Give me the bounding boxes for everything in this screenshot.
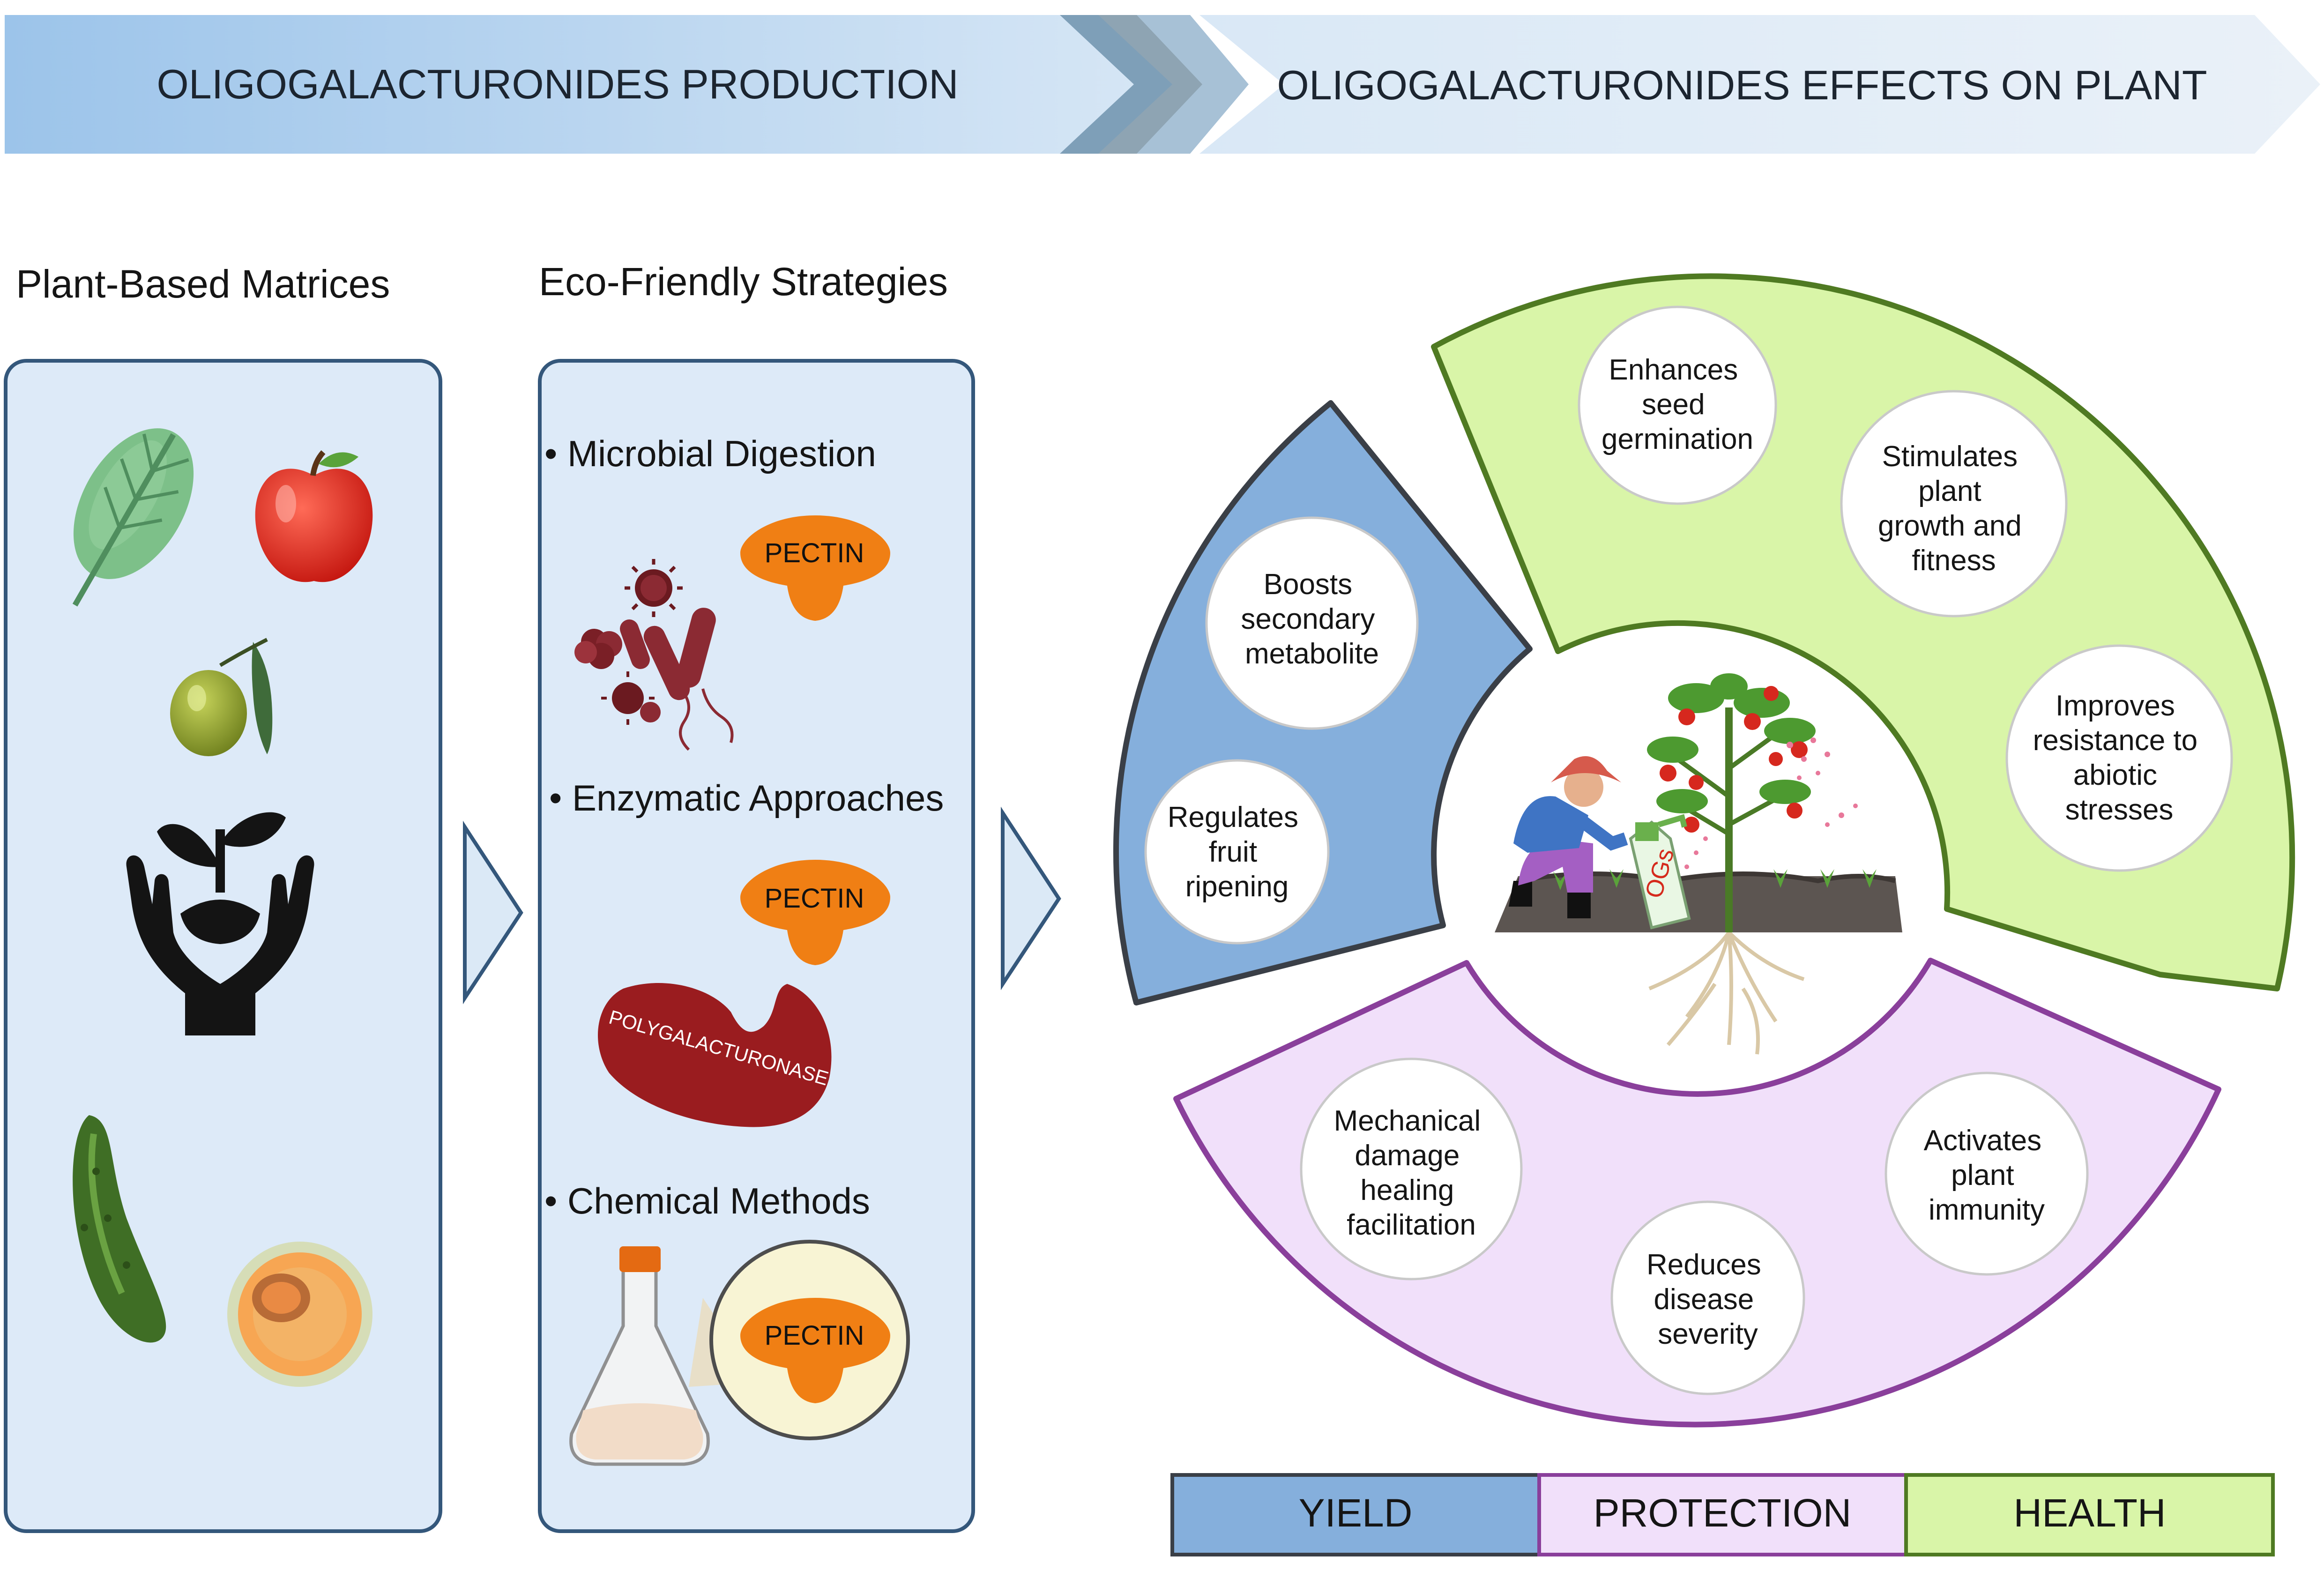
- text-line: Boosts: [1264, 568, 1353, 601]
- legend: YIELD PROTECTION HEALTH: [1170, 1473, 2275, 1556]
- text-line: ripening: [1185, 871, 1289, 903]
- olive-icon: [170, 638, 273, 756]
- pectin-shape-1: PECTIN: [740, 515, 890, 621]
- text-line: Regulates: [1168, 801, 1298, 834]
- text-line: severity: [1658, 1318, 1758, 1350]
- text-line: Enhances: [1609, 354, 1738, 386]
- text-line: damage: [1355, 1139, 1460, 1172]
- legend-protection-label: PROTECTION: [1594, 1491, 1852, 1535]
- text-line: seed: [1642, 388, 1705, 421]
- pectin-label-2: PECTIN: [765, 883, 864, 914]
- pectin-label-1: PECTIN: [765, 538, 864, 568]
- chevron-3: [1137, 15, 1249, 154]
- svg-text:Improves resistance to: Improves resistance to abiotic stresses: [2033, 690, 2206, 826]
- pectin-shape-2: PECTIN: [740, 860, 890, 965]
- production-title: OLIGOGALACTURONIDES PRODUCTION: [156, 61, 958, 107]
- matrices-heading: Plant-Based Matrices: [16, 262, 390, 306]
- flow-arrow-2: [1001, 806, 1061, 990]
- svg-text:Activates plant: Activates plant immunity: [1924, 1124, 2050, 1226]
- svg-text:Mechanical damage: Mechanical damage healing facilitation: [1334, 1105, 1489, 1241]
- legend-health-label: HEALTH: [2013, 1491, 2166, 1535]
- text-line: facilitation: [1347, 1209, 1476, 1241]
- effect-improves-abiotic-resistance: Improves resistance to abiotic stresses: [2005, 644, 2233, 872]
- pectin-zoom: PECTIN: [709, 1240, 910, 1440]
- effect-enhances-seed-germination: Enhances seed germination: [1578, 305, 1777, 505]
- enzymatic-approaches-label: • Enzymatic Approaches: [549, 777, 944, 819]
- effect-activates-plant-immunity: Activates plant immunity: [1885, 1072, 2089, 1276]
- effects-banner: [1199, 15, 2320, 154]
- effects-wheel: Boosts secondary metabolite Regulates fr…: [1113, 273, 2295, 1428]
- text-line: Activates: [1924, 1124, 2042, 1157]
- effect-boosts-secondary-metabolite: Boosts secondary metabolite: [1205, 516, 1419, 730]
- text-line: abiotic: [2073, 759, 2157, 791]
- effect-stimulates-plant-growth: Stimulates plant growth and fitness: [1840, 390, 2068, 618]
- legend-yield-label: YIELD: [1299, 1491, 1413, 1535]
- pectin-label-3: PECTIN: [765, 1320, 864, 1351]
- farmer: [1509, 756, 1628, 918]
- effect-mechanical-damage-healing: Mechanical damage healing facilitation: [1300, 1057, 1523, 1281]
- strategies-panel: Eco-Friendly Strategies • Microbial Dige…: [538, 260, 975, 1533]
- text-line: plant: [1951, 1159, 2014, 1191]
- svg-text:Reduces disease: Reduces disease severity: [1646, 1249, 1769, 1350]
- text-line: fruit: [1209, 836, 1257, 868]
- text-line: germination: [1601, 423, 1753, 455]
- tomato-plant: [1647, 673, 1816, 932]
- microbial-digestion-label: • Microbial Digestion: [544, 433, 876, 474]
- legend-yield-box: [1170, 1473, 1541, 1556]
- legend-protection-box: [1537, 1473, 1908, 1556]
- top-banner: OLIGOGALACTURONIDES PRODUCTION OLIGOGALA…: [5, 15, 2320, 154]
- legend-health-box: [1904, 1473, 2275, 1556]
- text-line: fitness: [1912, 544, 1996, 577]
- spray-mist: [1684, 737, 1858, 869]
- melon-icon: [227, 1242, 372, 1387]
- hands-sprout-icon: [126, 812, 314, 1035]
- effect-regulates-fruit-ripening: Regulates fruit ripening: [1144, 759, 1330, 945]
- text-line: Reduces: [1646, 1249, 1761, 1281]
- text-line: immunity: [1929, 1194, 2045, 1226]
- matrices-box: [4, 359, 442, 1533]
- text-line: Mechanical: [1334, 1105, 1481, 1137]
- text-line: Stimulates: [1882, 440, 2018, 473]
- effect-reduces-disease-severity: Reduces disease severity: [1610, 1200, 1805, 1395]
- svg-text:Stimulates plant: Stimulates plant growth and fitness: [1878, 440, 2030, 577]
- soil: [1495, 876, 1902, 932]
- ogs-spray-bottle: OGs: [1629, 814, 1691, 930]
- text-line: stresses: [2065, 794, 2174, 826]
- svg-text:Regulates fruit: Regulates fruit ripening: [1168, 801, 1306, 903]
- flow-arrow-1: [463, 820, 523, 1005]
- microbes-icon: [574, 559, 734, 751]
- text-line: secondary: [1241, 603, 1375, 635]
- svg-text:Boosts secondary: Boosts secondary metabolite: [1241, 568, 1383, 670]
- production-banner: [5, 15, 1246, 154]
- text-line: disease: [1654, 1283, 1754, 1316]
- cucumber-icon: [73, 1115, 166, 1343]
- strategies-heading: Eco-Friendly Strategies: [539, 260, 948, 304]
- chemical-methods-label: • Chemical Methods: [544, 1180, 870, 1221]
- leaf-icon: [72, 428, 194, 607]
- text-line: plant: [1918, 475, 1981, 507]
- text-line: Improves: [2056, 690, 2175, 722]
- svg-text:Enhances seed: Enhances seed germination: [1601, 354, 1753, 455]
- apple-icon: [255, 450, 373, 582]
- effects-title: OLIGOGALACTURONIDES EFFECTS ON PLANT: [1277, 62, 2207, 108]
- text-line: resistance to: [2033, 724, 2198, 757]
- polygalacturonase-enzyme: POLYGALACTURONASE: [598, 983, 832, 1127]
- farmer-plant-illustration: OGs: [1495, 673, 1902, 1055]
- text-line: healing: [1360, 1174, 1454, 1206]
- plant-matrices-panel: Plant-Based Matrices: [4, 262, 442, 1533]
- text-line: growth and: [1878, 510, 2022, 542]
- roots: [1648, 931, 1805, 1055]
- text-line: metabolite: [1245, 638, 1379, 670]
